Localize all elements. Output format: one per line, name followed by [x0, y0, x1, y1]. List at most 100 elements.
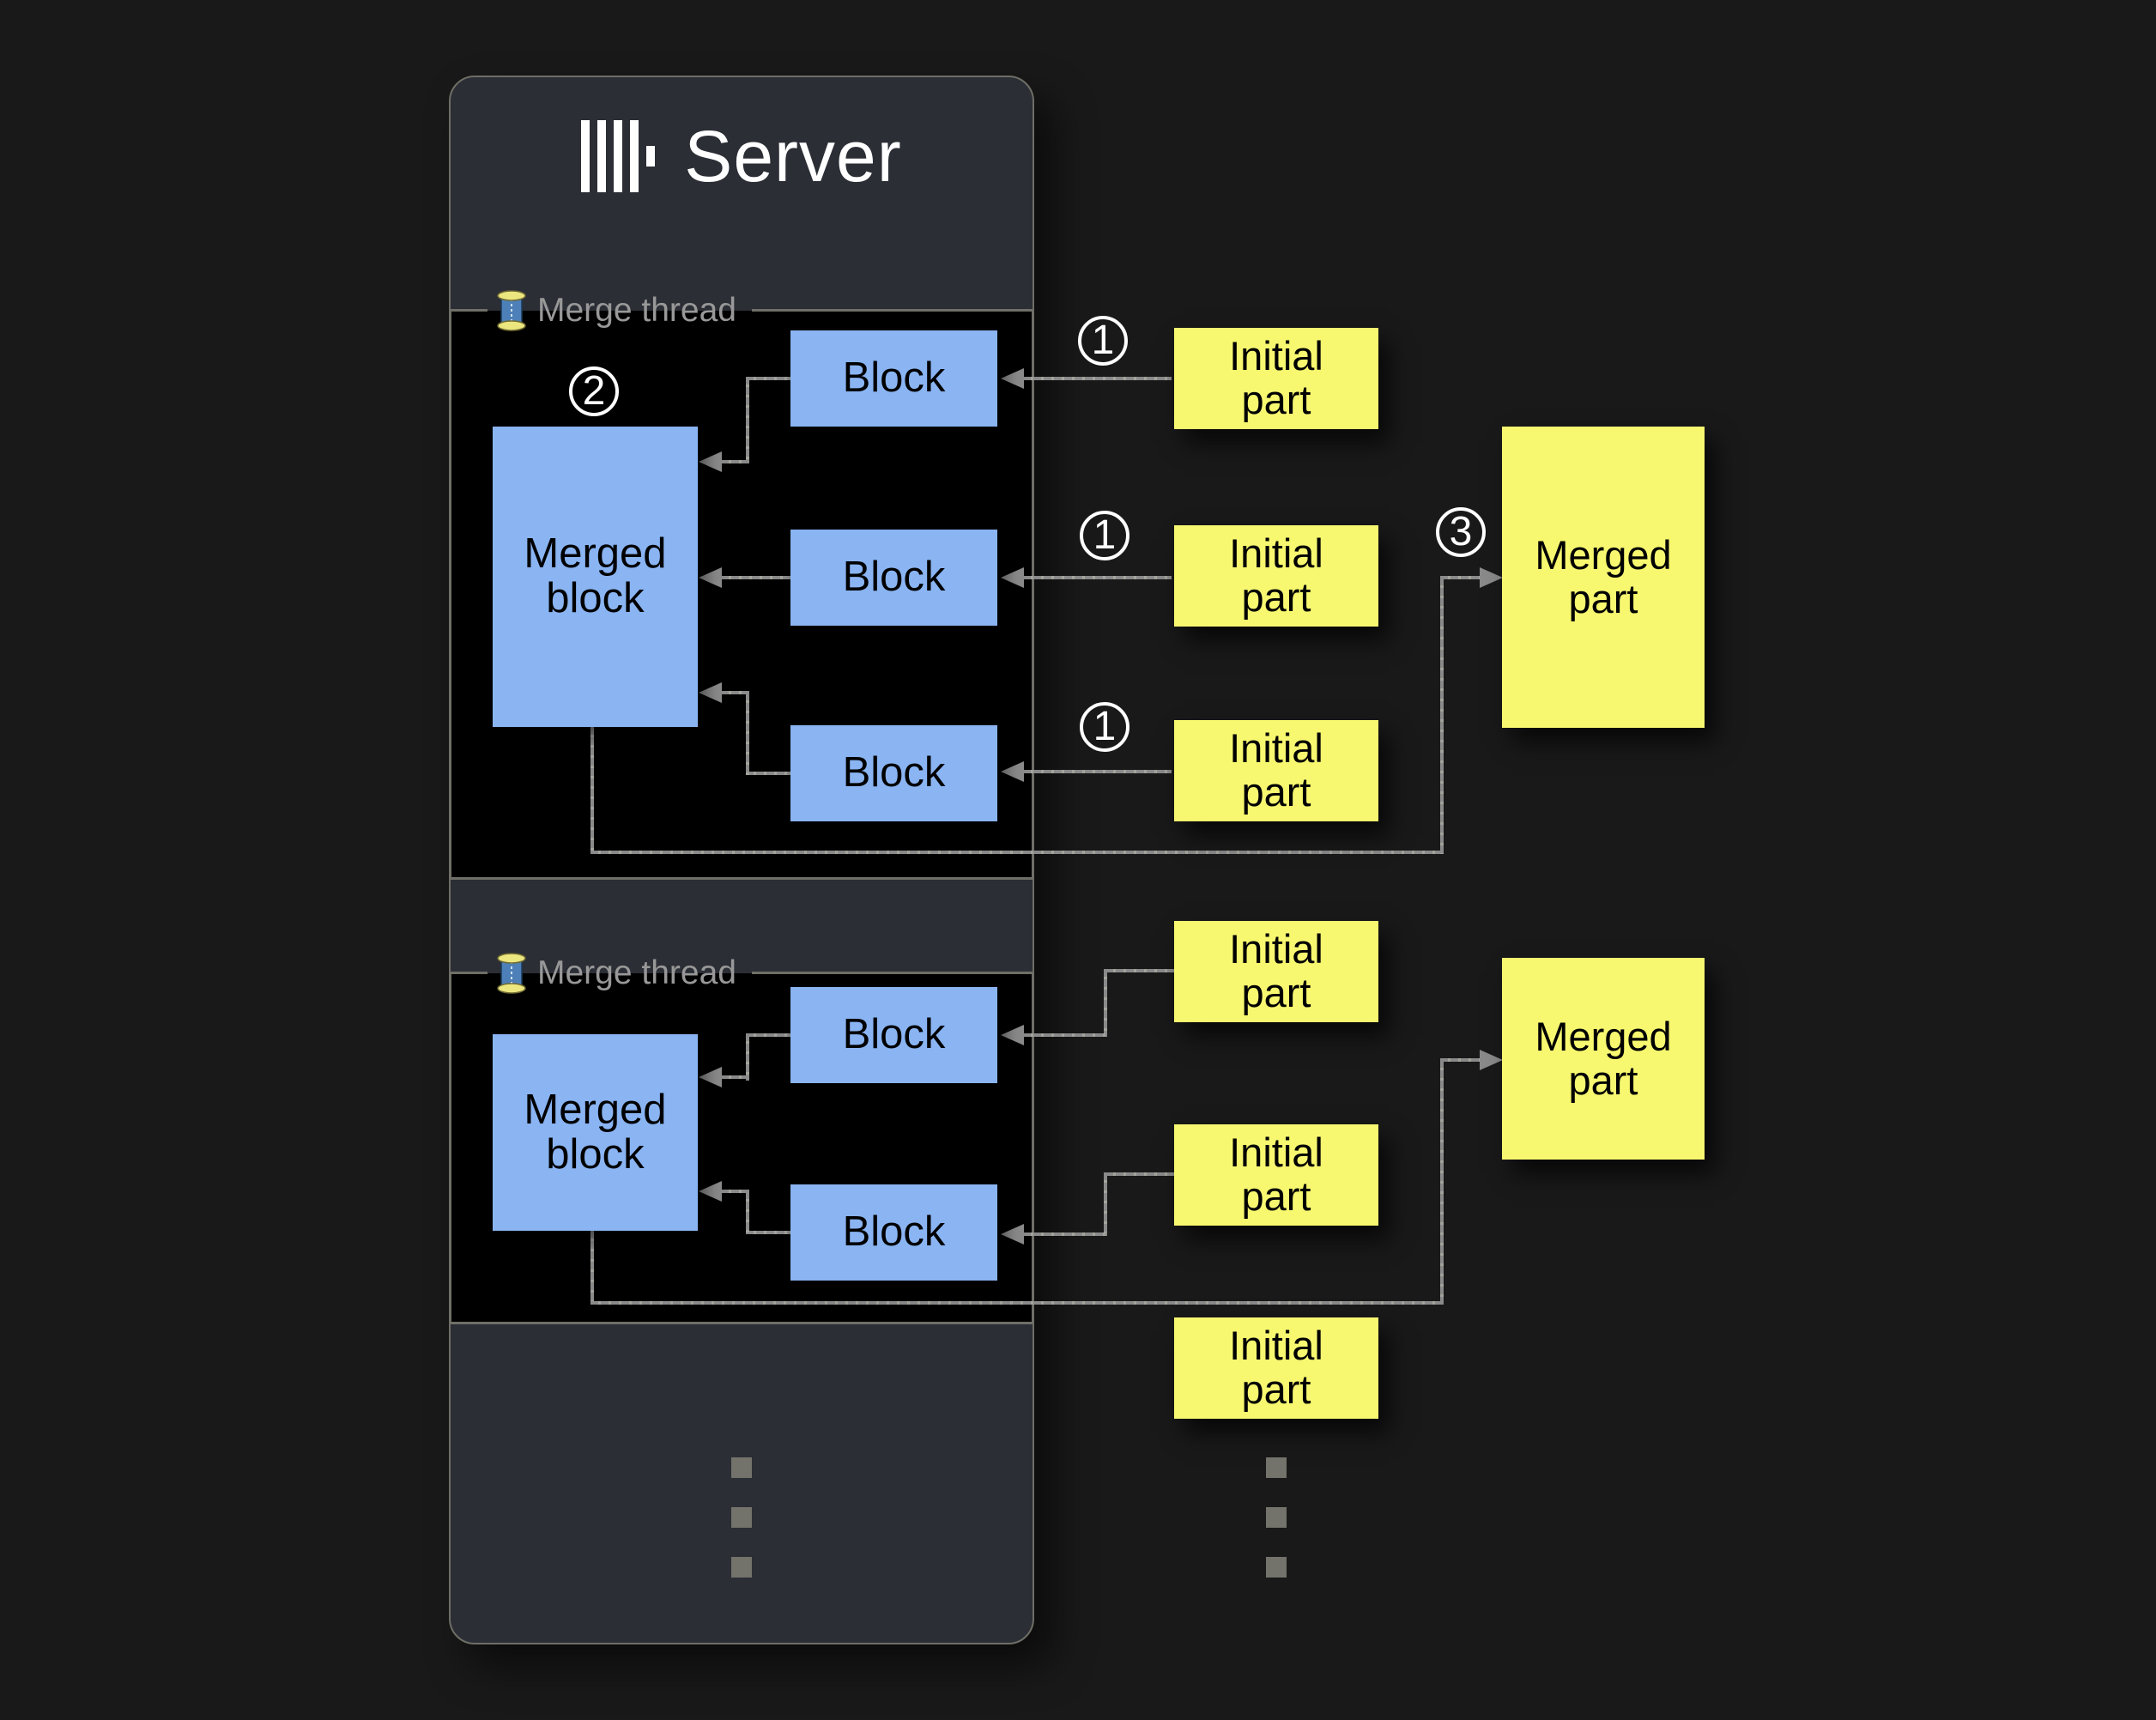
step-badge-number: 1: [1091, 318, 1115, 363]
ellipsis-dot: [731, 1457, 752, 1478]
arrow-line-initial5-out: [1105, 1172, 1174, 1176]
arrow-line-blockB-in: [721, 1190, 749, 1193]
initial-part-box: Initial part: [1174, 921, 1378, 1022]
logo-bar: [614, 120, 623, 192]
arrow-line-blockB-rise: [746, 1191, 749, 1234]
arrow-line-initial4-drop: [1104, 969, 1107, 1037]
arrow-line-block1-in: [721, 460, 749, 463]
merged-part-box: Merged part: [1502, 958, 1705, 1160]
arrow-head-blockA-to-merged: [699, 1067, 722, 1087]
arrow-line-block3-rise: [746, 693, 749, 775]
arrow-head-block3-to-merged: [699, 682, 722, 703]
logo-bar-short: [646, 146, 656, 167]
arrow-line-merged2-in: [1440, 1058, 1480, 1062]
arrow-head-initial3-to-block3: [1001, 761, 1024, 782]
initial-part-box: Initial part: [1174, 720, 1378, 821]
merge-thread-label: Merge thread: [537, 292, 736, 329]
merge-thread-legend: Merge thread: [488, 946, 752, 1001]
logo-bar: [630, 120, 639, 192]
block-label: Block: [842, 354, 946, 402]
initial-part-label: Initial part: [1229, 530, 1323, 620]
arrow-line-block3-out: [746, 772, 790, 775]
arrow-head-to-merged-part2: [1480, 1050, 1503, 1070]
block-box: Block: [790, 330, 997, 427]
step-badge-number: 2: [582, 368, 606, 414]
arrow-head-to-merged-part1: [1480, 567, 1503, 588]
ellipsis-dot: [1266, 1557, 1287, 1578]
thread-spool-icon: [497, 290, 526, 331]
merged-block-label: Merged block: [524, 530, 667, 621]
step-badge-number: 1: [1093, 512, 1117, 558]
arrow-line-block1-out: [746, 377, 790, 380]
arrow-head-blockB-to-merged: [699, 1181, 722, 1202]
arrow-line-merged2-rise: [1440, 1060, 1444, 1305]
arrow-line-initial5-in: [1023, 1232, 1107, 1236]
step-badge-number: 1: [1093, 704, 1117, 749]
block-box: Block: [790, 725, 997, 821]
arrow-line-blockB-out: [746, 1231, 790, 1234]
server-title: Server: [684, 115, 902, 197]
arrow-line-blockA-drop: [746, 1033, 749, 1081]
block-label: Block: [842, 554, 946, 601]
block-label: Block: [842, 1208, 946, 1256]
arrow-line-initial5-drop: [1104, 1172, 1107, 1236]
arrow-line-blockA-in: [721, 1075, 749, 1079]
merge-thread-label: Merge thread: [537, 954, 736, 991]
arrow-line-merged2-across: [590, 1301, 1444, 1305]
arrow-line-merged1-drop: [590, 727, 594, 854]
block-label: Block: [842, 1011, 946, 1058]
step-badge-number: 3: [1449, 509, 1473, 554]
arrow-head-initial2-to-block2: [1001, 567, 1024, 588]
block-label: Block: [842, 749, 946, 796]
logo-bar: [597, 120, 607, 192]
merged-block-box: Merged block: [493, 1034, 698, 1231]
merged-part-label: Merged part: [1535, 531, 1672, 621]
arrow-line-block2-to-merged: [721, 576, 790, 579]
merged-part-label: Merged part: [1535, 1013, 1672, 1103]
arrow-line-merged1-across: [590, 851, 1444, 854]
merged-part-box: Merged part: [1502, 427, 1705, 728]
block-box: Block: [790, 530, 997, 626]
arrow-line-initial1-to-block1: [1023, 377, 1172, 380]
ellipsis-dot: [1266, 1507, 1287, 1528]
merged-block-box: Merged block: [493, 427, 698, 727]
ellipsis-dot: [731, 1557, 752, 1578]
initial-part-label: Initial part: [1229, 1323, 1323, 1412]
block-box: Block: [790, 987, 997, 1083]
arrow-line-blockA-out: [746, 1033, 790, 1037]
initial-part-box: Initial part: [1174, 1317, 1378, 1419]
arrow-line-block3-in: [721, 691, 749, 694]
step-badge-1: 1: [1080, 511, 1129, 560]
thread-spool-icon: [497, 953, 526, 994]
ellipsis-dot: [1266, 1457, 1287, 1478]
initial-part-box: Initial part: [1174, 525, 1378, 627]
initial-part-label: Initial part: [1229, 725, 1323, 815]
ellipsis-dot: [731, 1507, 752, 1528]
arrow-line-initial4-out: [1105, 969, 1174, 972]
arrow-head-initial5-to-block: [1001, 1224, 1024, 1245]
arrow-head-initial4-to-block: [1001, 1025, 1024, 1045]
initial-part-label: Initial part: [1229, 1130, 1323, 1219]
clickhouse-bars-logo: [581, 120, 656, 192]
merged-block-label: Merged block: [524, 1086, 667, 1178]
arrow-line-initial4-in: [1023, 1033, 1107, 1037]
arrow-line-merged1-in: [1440, 576, 1480, 579]
logo-bar: [581, 120, 590, 192]
arrow-line-merged1-rise: [1440, 578, 1444, 854]
arrow-head-block2-to-merged: [699, 567, 722, 588]
arrow-head-block1-to-merged: [699, 451, 722, 472]
initial-part-box: Initial part: [1174, 328, 1378, 429]
merge-thread-legend: Merge thread: [488, 283, 752, 338]
step-badge-1: 1: [1078, 316, 1128, 366]
step-badge-2: 2: [569, 366, 619, 416]
initial-part-box: Initial part: [1174, 1124, 1378, 1226]
arrow-head-initial1-to-block1: [1001, 368, 1024, 389]
arrow-line-initial3-to-block3: [1023, 770, 1172, 773]
initial-part-label: Initial part: [1229, 333, 1323, 422]
step-badge-3: 3: [1436, 507, 1486, 557]
block-box: Block: [790, 1184, 997, 1281]
server-header: Server: [449, 108, 1034, 204]
initial-part-label: Initial part: [1229, 926, 1323, 1015]
arrow-line-initial2-to-block2: [1023, 576, 1172, 579]
